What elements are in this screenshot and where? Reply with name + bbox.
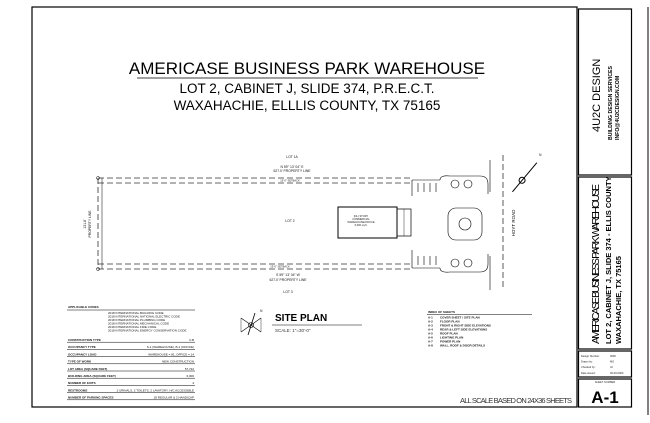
sheet-index-number: A-5 [428,332,433,336]
info-label: Date issued: [581,371,596,375]
north-compass-icon [240,312,262,336]
project-location: WAXAHACHIE, TX 75165 [614,256,623,344]
code-row-label: NUMBER OF PARKING SPACES [68,396,114,400]
sheet-index-number: A-8 [428,344,433,348]
sheet-number-label: SHEET NUMBER [595,380,616,384]
info-box [577,350,633,378]
south-line-bearing: S 59° 13' 04" W [276,273,301,277]
code-item: 2018 INTERNATIONAL MECHANICAL CODE [108,322,169,326]
project-name: AMERICASE BUSINESS PARK WAREHOUSE [590,184,602,344]
sheet-index-number: A-6 [428,336,433,340]
codes-heading: APPLICABLE CODES [68,305,99,309]
firm-tagline: BUILDING DESIGN SERVICES [608,65,614,140]
sheet-number-box [577,378,633,408]
code-row-value: 2 URINALS, 2 TOILETS, 2 LAVATORY, H/C AC… [117,388,194,392]
code-row-value: 6,000 [186,374,194,378]
site-plan-drawing: LOT 1A N 59° 13' 04" E 627.0' PROPERTY L… [83,153,542,294]
scale-note: ALL SCALE BASED ON 24X36 SHEETS [460,396,572,405]
project-subtitle-location: WAXAHACHIE, ELLLIS COUNTY, TX 75165 [174,98,441,113]
south-line-label: 627.0' PROPERTY LINE [269,278,307,282]
sheet-index-name: WALL, ROOF & DOOR DETAILS [440,344,485,348]
lot-main-label: LOT 2 [285,219,294,223]
sheet-index-name: FRONT & RIGHT SIDE ELEVATIONS [440,324,491,328]
code-row-label: BUILDING AREA (SQUARE FEET) [68,374,116,378]
info-label: Design Number: [581,354,600,358]
svg-text:COMMERCIAL: COMMERCIAL [352,217,370,221]
info-label: Checked by: [581,365,596,369]
road-label: HOYT ROAD [511,209,516,236]
code-row-value: NEW CONSTRUCTION [162,360,194,364]
index-heading: INDEX OF SHEETS [428,310,455,314]
code-row-value: 4 [192,381,194,385]
code-row-label: OCCUPANCY TYPE [68,345,96,349]
lot-south-label: LOT 3 [283,290,292,294]
code-item: 2018 INTERNATIONAL FIRE CODE [108,325,156,329]
west-line-length: 131.8' [83,219,87,228]
svg-text:6,000 sq.ft.: 6,000 sq.ft. [355,223,368,227]
north-setback-label: 15'-0" SETBACK [280,179,300,183]
site-plan-title: SITE PLAN [275,313,327,324]
sheet-index-name: REAR & LEFT SIDE ELEVATIONS [440,328,487,332]
firm-box [577,8,633,176]
firm-name: 4U2C DESIGN [591,59,603,132]
north-line-label: 627.0' PROPERTY LINE [273,169,311,173]
sheet-index-number: A-4 [428,328,433,332]
code-row-value: S-1 (WAREHOUSE), B-1 (OFFICE) [147,345,194,349]
code-row-label: CONSTRUCTION TYPE [68,338,101,342]
sheet-index-name: LIGHTING PLAN [440,336,463,340]
sheet-index-number: A-3 [428,324,433,328]
info-value: JC [610,365,613,369]
sheet-index-number: A-2 [428,320,433,324]
sheet-index-name: COVER SHEET / SITE PLAN [440,316,480,320]
site-plan-scale: SCALE: 1"=30'-0" [275,328,311,333]
code-row-value: WAREHOUSE = 81, OFFICE = 14 [148,352,194,356]
project-subtitle-lot: LOT 2, CABINET J, SLIDE 374, P.R.E.C.T. [179,81,434,96]
code-item: 2018 INTERNATIONAL ENERGY CONSERVATION C… [108,329,186,333]
index-of-sheets: INDEX OF SHEETS A-1 COVER SHEET / SITE PLA… [427,310,532,348]
north-line-bearing: N 59° 13' 04" E [281,165,305,169]
code-item: 2018 INTERNATIONAL PLUMBING CODE [108,318,165,322]
info-value: 00-00-0000 [610,371,624,375]
code-row-label: RESTROOMS [68,388,87,392]
sheet-index-number: A-1 [428,316,433,320]
sheet-index-number: A-7 [428,340,433,344]
code-row-value: 18 REGULAR & 2 HANDICAP [154,396,194,400]
north-arrow-icon [512,162,538,193]
svg-text:N: N [260,309,263,313]
info-value: MG [610,360,614,364]
code-row-label: NUMBER OF EXITS [68,381,96,385]
north-label: N [539,153,542,157]
sheet-index-name: POWER PLAN [440,340,460,344]
code-row-label: LOT AREA (SQUARE FEET) [68,367,107,371]
west-line-label: PROPERTY LINE [88,210,92,238]
lot-north-label: LOT 1A [286,155,298,159]
project-title: AMERICASE BUSINESS PARK WAREHOUSE [129,59,485,78]
code-row-value: 57,722 [185,367,195,371]
svg-text:(NL) STORY: (NL) STORY [354,214,369,218]
drawing-frame [31,6,578,408]
firm-email: INFO@4U2CDESIGN.COM [615,76,621,140]
project-box [577,176,633,350]
code-item: 2018 INTERNATIONAL BUILDING CODE [108,311,164,315]
code-item: 2018 INTERNATIONAL NATIONAL ELECTRIC COD… [108,315,180,319]
site-plan-title-block: N SITE PLAN SCALE: 1"=30'-0" [240,309,362,336]
info-label: Drawn by: [581,360,593,364]
code-row-value: II-B [189,338,194,342]
south-setback-label: 15'-0" SETBACK [270,265,290,269]
code-row-label: OCCUPANCY LOAD [68,352,97,356]
svg-text:WAREHOUSE/OFFICE: WAREHOUSE/OFFICE [347,220,374,224]
codes-table: APPLICABLE CODES 2018 INTERNATIONAL BUILD… [67,305,195,401]
sheet-index-name: FLOOR PLAN [440,320,460,324]
info-value: 0000 [610,354,616,358]
code-row-label: TYPE OF WORK [68,360,92,364]
sheet-number: A-1 [591,388,618,407]
sheet-index-name: ROOF PLAN [440,332,458,336]
project-lot: LOT 2, CABINET J, SLIDE 374 - ELLIS COUN… [604,176,613,344]
